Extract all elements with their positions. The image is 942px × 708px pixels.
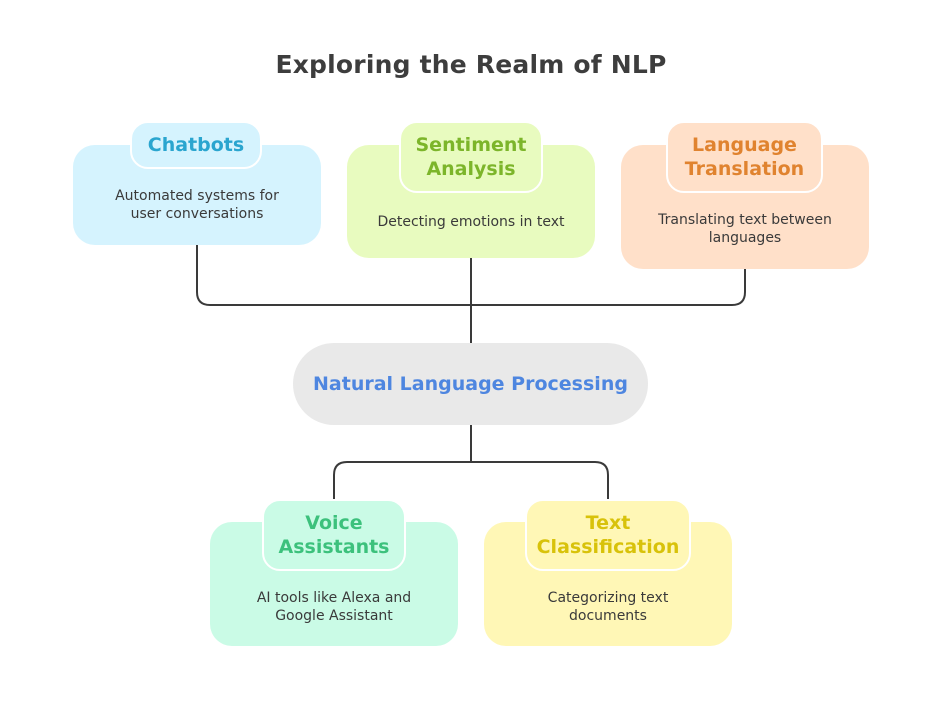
language-translation-description: Translating text between languages xyxy=(658,212,832,246)
connector-top xyxy=(196,245,746,343)
diagram-title: Exploring the Realm of NLP xyxy=(275,50,667,79)
voice-assistants-title: Voice Assistants xyxy=(262,499,406,571)
sentiment-analysis-title: Sentiment Analysis xyxy=(399,121,543,193)
voice-assistants-card: AI tools like Alexa and Google Assistant xyxy=(210,522,458,646)
nlp-center-node: Natural Language Processing xyxy=(293,343,648,425)
chatbots-description: Automated systems for user conversations xyxy=(115,188,279,222)
text-classification-description: Categorizing text documents xyxy=(547,590,669,624)
sentiment-analysis-description: Detecting emotions in text xyxy=(377,214,565,230)
chatbots-title: Chatbots xyxy=(130,121,262,169)
language-translation-title: Language Translation xyxy=(666,121,823,193)
connector-bottom xyxy=(333,425,609,500)
text-classification-title: Text Classification xyxy=(525,499,691,571)
voice-assistants-description: AI tools like Alexa and Google Assistant xyxy=(256,590,412,624)
